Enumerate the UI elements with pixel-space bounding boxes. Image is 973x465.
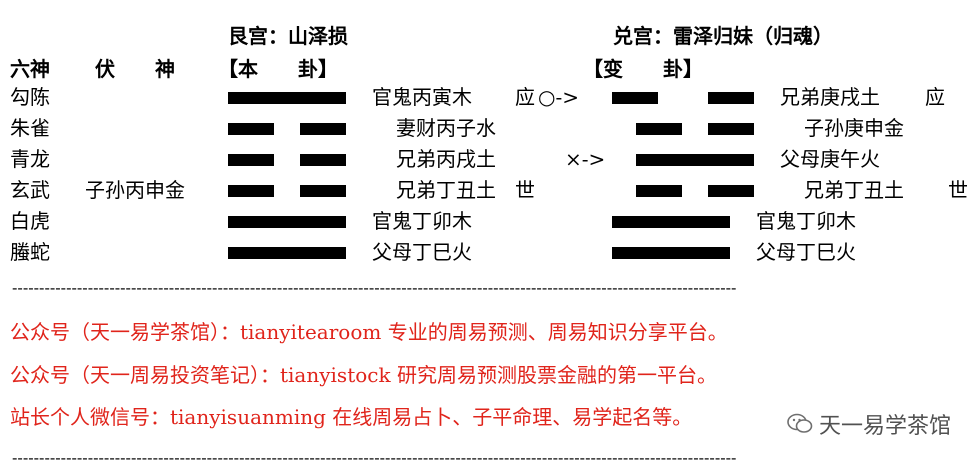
ben-gua-text: 兄弟丙戌土	[396, 147, 496, 171]
changed-palace-title: 兑宫：雷泽归妹（归魂）	[613, 24, 833, 48]
ben-gua-heading: 【本 卦】	[218, 57, 338, 81]
bian-gua-text: 父母丁巳火	[756, 240, 856, 264]
yin-line-segment	[636, 185, 682, 197]
bian-gua-mark: 应	[925, 85, 945, 109]
fu-shen-value: 子孙丙申金	[85, 178, 185, 202]
bian-gua-line-2	[636, 123, 754, 135]
watermark: 天一易学茶馆	[787, 408, 951, 440]
yang-line-segment	[228, 216, 346, 228]
yin-line-segment	[228, 154, 274, 166]
separator-line-bottom: ----------------------------------------…	[12, 452, 737, 464]
bian-gua-line-1	[612, 92, 754, 104]
footer-line-2: 公众号（天一周易投资笔记）：tianyistock 研究周易预测股票金融的第一平…	[10, 363, 717, 387]
six-spirit-label: 螣蛇	[10, 240, 50, 264]
bian-gua-text: 兄弟庚戌土	[780, 85, 880, 109]
separator-line: ----------------------------------------…	[12, 282, 737, 294]
six-spirit-label: 青龙	[10, 147, 50, 171]
six-spirit-label: 朱雀	[10, 116, 50, 140]
ben-gua-line-6	[228, 247, 346, 259]
moving-line-mark: ×->	[565, 147, 606, 171]
yin-line-segment	[636, 123, 682, 135]
ben-gua-text: 兄弟丁丑土	[396, 178, 496, 202]
yang-line-segment	[228, 247, 346, 259]
ben-gua-line-3	[228, 154, 346, 166]
yin-line-segment	[300, 154, 346, 166]
six-spirit-label: 白虎	[10, 209, 50, 233]
bian-gua-mark: 世	[948, 178, 968, 202]
yin-line-segment	[708, 92, 754, 104]
ben-gua-text: 官鬼丙寅木	[372, 85, 472, 109]
ben-gua-line-1	[228, 92, 346, 104]
ben-gua-line-2	[228, 123, 346, 135]
yin-line-segment	[228, 123, 274, 135]
ben-gua-line-5	[228, 216, 346, 228]
yin-line-segment	[300, 123, 346, 135]
yang-line-segment	[228, 92, 346, 104]
footer-line-1: 公众号（天一易学茶馆）：tianyitearoom 专业的周易预测、周易知识分享…	[10, 320, 728, 344]
yin-line-segment	[612, 92, 658, 104]
bian-gua-line-5	[612, 216, 730, 228]
ben-gua-line-4	[228, 185, 346, 197]
ben-gua-mark: 应	[515, 85, 535, 109]
ben-gua-text: 官鬼丁卯木	[372, 209, 472, 233]
bian-gua-line-4	[636, 185, 754, 197]
yin-line-segment	[228, 185, 274, 197]
moving-line-mark: ○->	[538, 85, 579, 109]
footer-line-3: 站长个人微信号：tianyisuanming 在线周易占卜、子平命理、易学起名等…	[10, 405, 693, 429]
six-spirit-label: 玄武	[10, 178, 50, 202]
ben-gua-text: 父母丁巳火	[372, 240, 472, 264]
yin-line-segment	[300, 185, 346, 197]
main-palace-title: 艮宫：山泽损	[228, 24, 348, 48]
yin-line-segment	[708, 185, 754, 197]
yang-line-segment	[636, 154, 754, 166]
bian-gua-heading: 【变 卦】	[583, 57, 703, 81]
yang-line-segment	[612, 247, 730, 259]
wechat-icon	[787, 413, 813, 435]
bian-gua-text: 兄弟丁丑土	[804, 178, 904, 202]
yin-line-segment	[708, 123, 754, 135]
six-spirit-label: 勾陈	[10, 85, 50, 109]
bian-gua-line-6	[612, 247, 730, 259]
bian-gua-text: 父母庚午火	[780, 147, 880, 171]
ben-gua-text: 妻财丙子水	[396, 116, 496, 140]
bian-gua-text: 子孙庚申金	[804, 116, 904, 140]
watermark-text: 天一易学茶馆	[818, 414, 951, 439]
bian-gua-text: 官鬼丁卯木	[756, 209, 856, 233]
six-spirits-heading: 六神	[10, 57, 50, 81]
fu-shen-heading: 伏 神	[95, 57, 175, 81]
bian-gua-line-3	[636, 154, 754, 166]
yang-line-segment	[612, 216, 730, 228]
ben-gua-mark: 世	[515, 178, 535, 202]
